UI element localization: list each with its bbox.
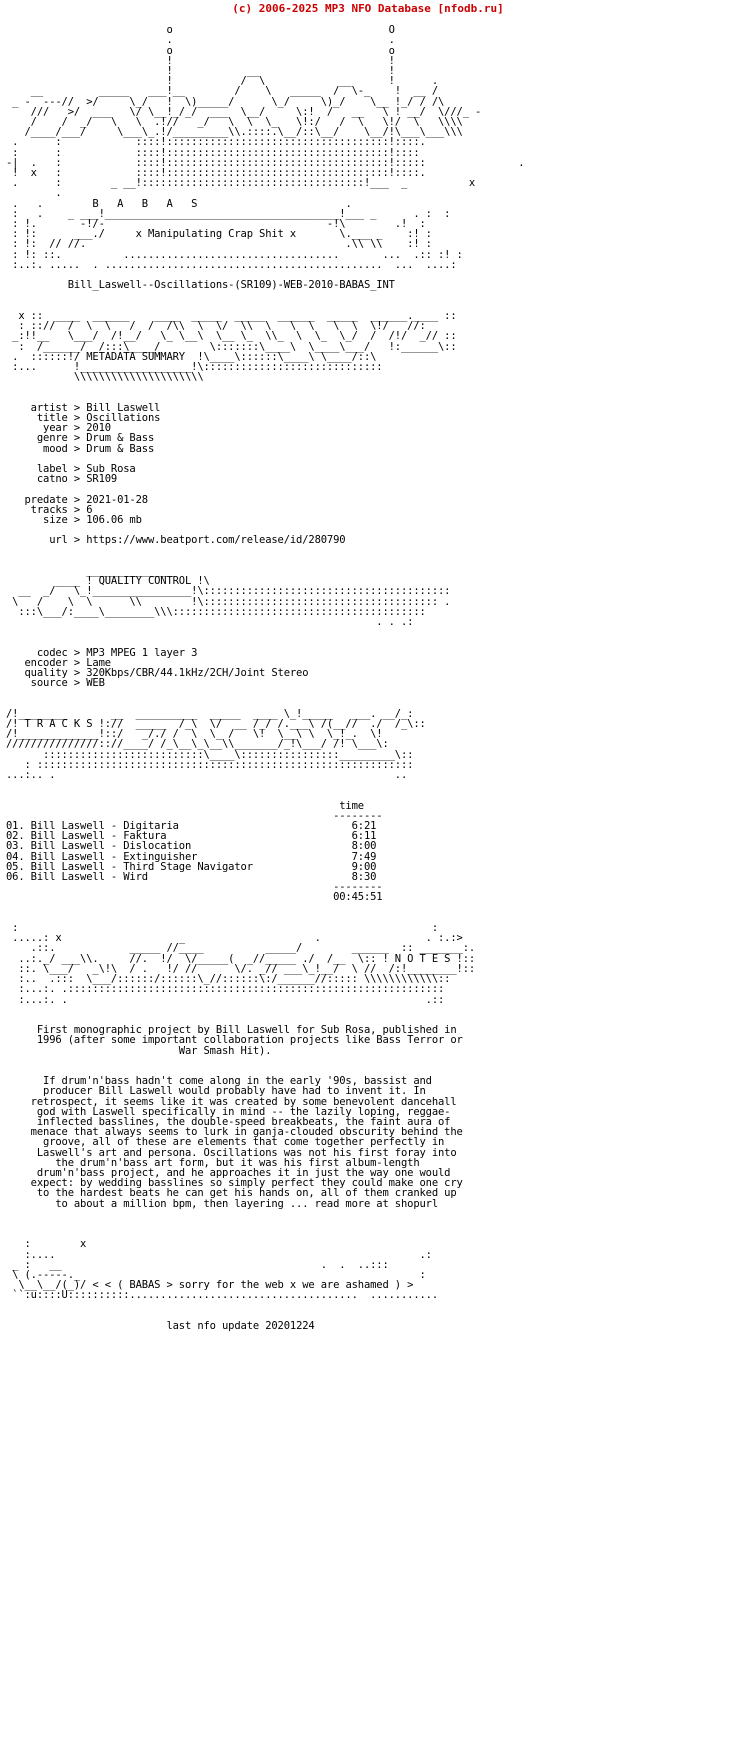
- tracks-total-time: 00:45:51: [333, 891, 383, 904]
- site-banner: (c) 2006-2025 MP3 NFO Database [nfodb.ru…: [232, 2, 504, 15]
- track-row-4: 04. Bill Laswell - Extinguisher 7:49: [6, 850, 377, 863]
- ascii-header-tracks: /!________ __ __________ _____ ____ \_!_…: [6, 707, 426, 782]
- ascii-logo-top: o O . . o o !: [6, 24, 525, 271]
- track-row-5: 05. Bill Laswell - Third Stage Navigator…: [6, 860, 377, 873]
- group-slogan: x Manipulating Crap Shit x: [135, 228, 297, 241]
- footer-last-update: last nfo update 20201224: [166, 1320, 315, 1332]
- tracks-list: time -------- 01. Bill Laswell - Digitar…: [6, 799, 383, 904]
- notes-body: If drum'n'bass hadn't come along in the …: [30, 1075, 463, 1210]
- quality-rows: codec > MP3 MPEG 1 layer 3 encoder > Lam…: [24, 646, 309, 690]
- track-row-2: 02. Bill Laswell - Faktura 6:11: [6, 830, 377, 843]
- group-tag: B A B A S: [92, 197, 198, 210]
- release-dirname-line: Bill_Laswell--Oscillations-(SR109)-WEB-2…: [6, 279, 736, 292]
- release-dirname: Bill_Laswell--Oscillations-(SR109)-WEB-2…: [67, 279, 395, 292]
- metadata-rows: artist > Bill Laswell title > Oscillatio…: [24, 401, 346, 547]
- track-row-1: 01. Bill Laswell - Digitaria 6:21: [6, 820, 377, 833]
- ascii-header-quality: ______________ ____ ! QUALITY CONTROL !\…: [12, 564, 451, 628]
- notes-intro: First monographic project by Bill Laswel…: [36, 1024, 463, 1057]
- track-row-3: 03. Bill Laswell - Dislocation 8:00: [6, 840, 377, 853]
- ascii-header-notes: : : .....: x _ . . :.:> .::. _____ //___…: [12, 922, 476, 1006]
- footer-greet: < ( BABAS > sorry for the web x we are a…: [104, 1279, 414, 1292]
- ascii-header-metadata: x :: ____ ______ ____ _____ _____ ______…: [12, 309, 457, 384]
- ascii-footer: : x :.... .: _ : __ . . ..::: \ (.-----.…: [12, 1238, 439, 1302]
- tracks-time-header: time: [339, 799, 364, 812]
- nfo-document: o O . . o o !: [0, 15, 736, 1331]
- track-row-6: 06. Bill Laswell - Wird 8:30: [6, 871, 377, 884]
- footer-last-update-line: last nfo update 20201224: [6, 1320, 736, 1332]
